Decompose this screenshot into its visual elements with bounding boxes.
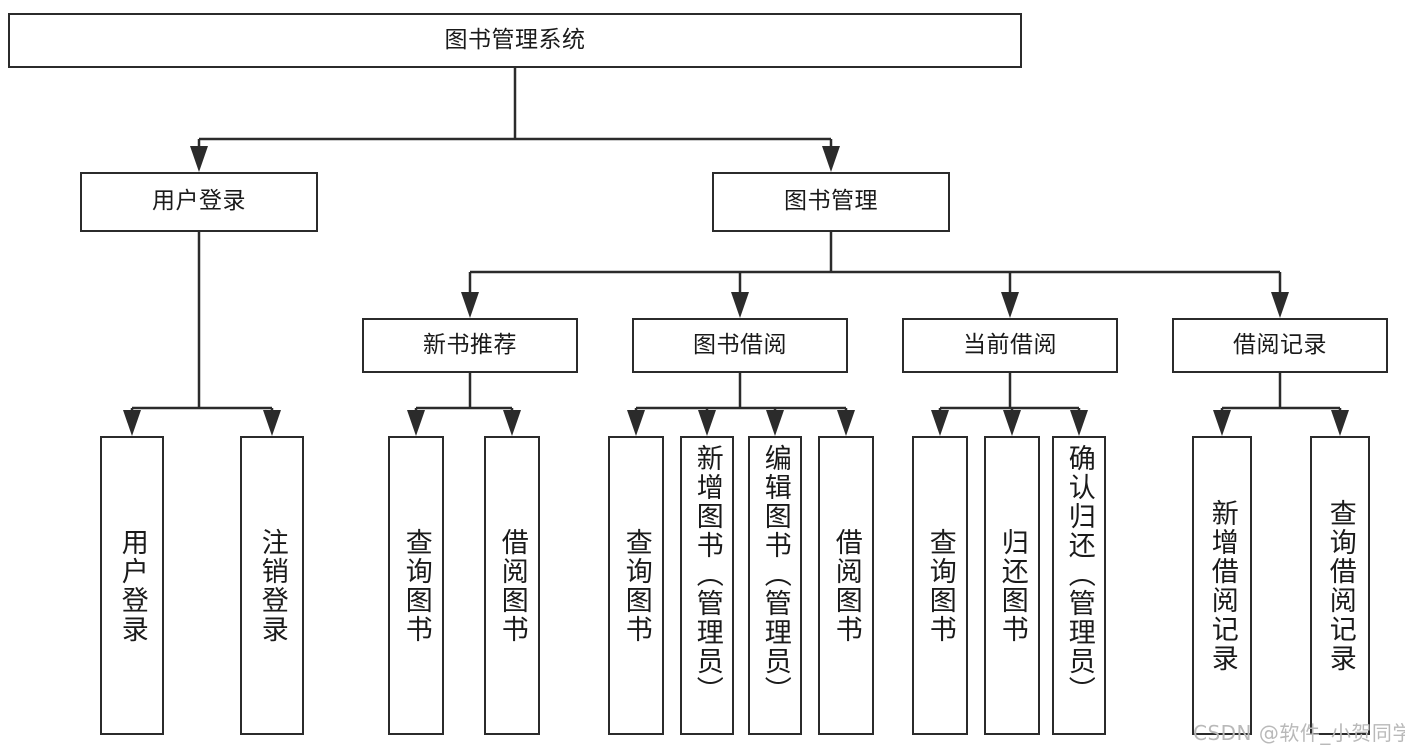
arrowhead — [461, 292, 479, 318]
node-label: 查询图书 — [620, 527, 652, 644]
arrowhead — [1213, 410, 1231, 436]
node-label: 注销登录 — [256, 527, 288, 644]
node-label: 借阅图书 — [830, 527, 862, 644]
node-l3-query-book-c[interactable]: 查询图书 — [912, 436, 968, 735]
node-label: 查询图书 — [400, 527, 432, 644]
node-l3-return-book[interactable]: 归还图书 — [984, 436, 1040, 735]
node-label: 新增借阅记录 — [1206, 498, 1238, 673]
arrowhead — [698, 410, 716, 436]
node-label: 确认归还（管理员） — [1063, 444, 1095, 705]
node-l1-book-manage[interactable]: 图书管理 — [712, 172, 950, 232]
node-l3-add-record[interactable]: 新增借阅记录 — [1192, 436, 1252, 735]
arrowhead — [1331, 410, 1349, 436]
node-label: 用户登录 — [152, 188, 246, 215]
arrowhead — [1271, 292, 1289, 318]
arrowhead — [123, 410, 141, 436]
node-label: 查询图书 — [924, 527, 956, 644]
node-l3-user-logout[interactable]: 注销登录 — [240, 436, 304, 735]
node-l3-confirm-return[interactable]: 确认归还（管理员） — [1052, 436, 1106, 735]
node-l2-current-borrow[interactable]: 当前借阅 — [902, 318, 1118, 373]
node-label: 借阅图书 — [496, 527, 528, 644]
node-label: 借阅记录 — [1233, 331, 1327, 358]
arrowhead — [822, 146, 840, 172]
arrowhead — [837, 410, 855, 436]
arrowhead — [407, 410, 425, 436]
arrowhead — [190, 146, 208, 172]
node-l3-borrow-book-b[interactable]: 借阅图书 — [818, 436, 874, 735]
arrowhead — [263, 410, 281, 436]
node-label: 当前借阅 — [963, 331, 1057, 358]
node-label: 图书借阅 — [693, 331, 787, 358]
arrowhead — [1070, 410, 1088, 436]
node-l3-query-record[interactable]: 查询借阅记录 — [1310, 436, 1370, 735]
node-label: 归还图书 — [996, 527, 1028, 644]
arrowhead — [931, 410, 949, 436]
node-label: 编辑图书（管理员） — [759, 444, 791, 705]
node-l2-new-book-rec[interactable]: 新书推荐 — [362, 318, 578, 373]
node-l2-borrow-record[interactable]: 借阅记录 — [1172, 318, 1388, 373]
node-label: 用户登录 — [116, 527, 148, 644]
node-l1-user-login[interactable]: 用户登录 — [80, 172, 318, 232]
node-label: 图书管理系统 — [444, 26, 586, 53]
node-l2-book-borrow[interactable]: 图书借阅 — [632, 318, 848, 373]
node-root[interactable]: 图书管理系统 — [8, 13, 1022, 68]
arrowhead — [731, 292, 749, 318]
node-label: 图书管理 — [784, 188, 878, 215]
node-l3-query-book-b[interactable]: 查询图书 — [608, 436, 664, 735]
node-l3-user-login-do[interactable]: 用户登录 — [100, 436, 164, 735]
arrowhead — [766, 410, 784, 436]
arrowhead — [1003, 410, 1021, 436]
node-l3-borrow-book-a[interactable]: 借阅图书 — [484, 436, 540, 735]
node-l3-edit-book-admin[interactable]: 编辑图书（管理员） — [748, 436, 802, 735]
node-label: 查询借阅记录 — [1324, 498, 1356, 673]
arrowhead — [1001, 292, 1019, 318]
node-label: 新增图书（管理员） — [691, 444, 723, 705]
arrowhead — [503, 410, 521, 436]
node-l3-add-book-admin[interactable]: 新增图书（管理员） — [680, 436, 734, 735]
node-l3-query-book-a[interactable]: 查询图书 — [388, 436, 444, 735]
csdn-watermark: CSDN @软件_小贺同学 — [1193, 721, 1405, 745]
arrowhead — [627, 410, 645, 436]
node-label: 新书推荐 — [423, 331, 517, 358]
